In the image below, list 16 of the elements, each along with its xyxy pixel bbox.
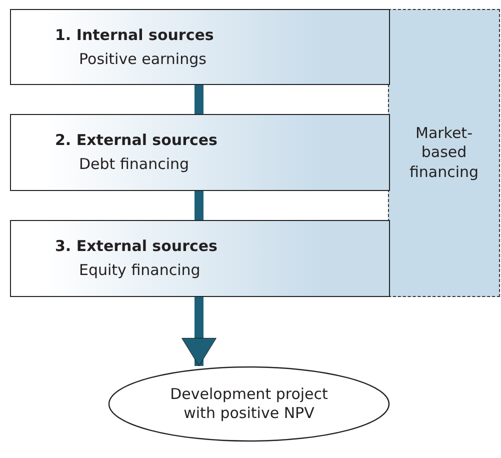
connector-bar	[194, 191, 204, 220]
source-heading: 2. External sources	[55, 131, 218, 149]
side-panel	[388, 9, 500, 297]
source-description: Equity financing	[79, 261, 200, 279]
connector-bar	[194, 85, 204, 114]
source-description: Positive earnings	[79, 50, 206, 68]
arrow	[182, 297, 216, 366]
panel-label: Market- based financing	[408, 124, 480, 182]
project-label: Development project with positive NPV	[169, 384, 329, 424]
source-box	[10, 114, 390, 191]
source-description: Debt financing	[79, 155, 190, 173]
terminal-ellipse	[108, 366, 390, 442]
source-box	[10, 9, 390, 85]
source-heading: 1. Internal sources	[55, 26, 214, 44]
source-box	[10, 220, 390, 297]
source-heading: 3. External sources	[55, 237, 218, 255]
